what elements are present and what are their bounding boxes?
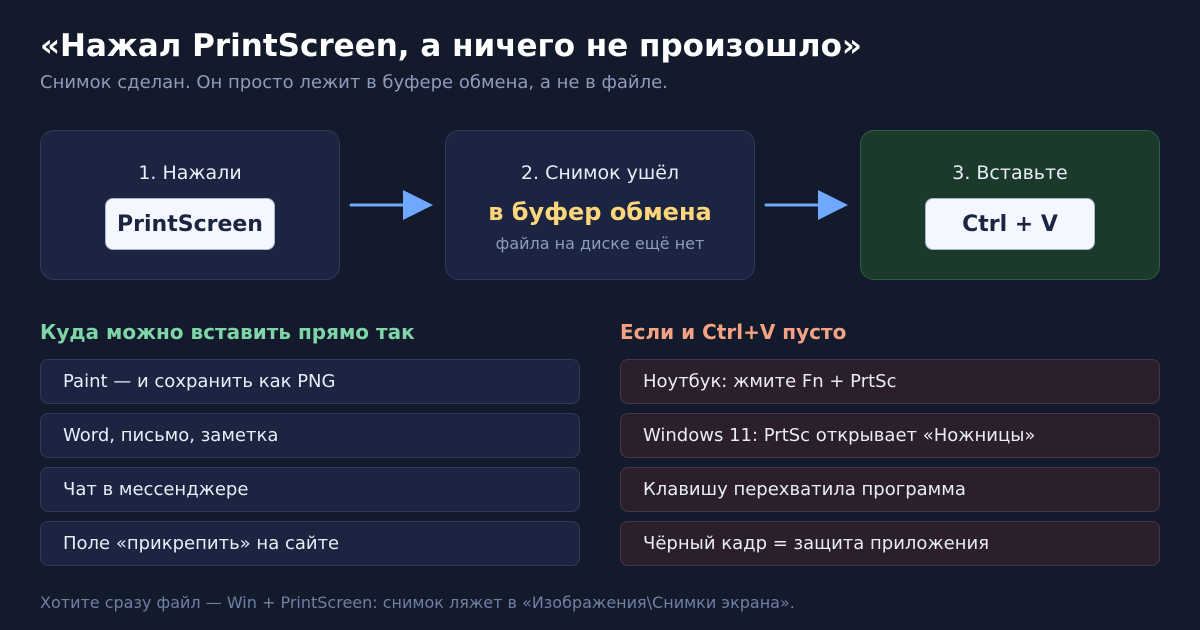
step-note: файла на диске ещё нет <box>495 234 705 253</box>
list-item: Чат в мессенджере <box>40 467 580 512</box>
ctrl-v-key: Ctrl + V <box>925 198 1095 250</box>
page-subtitle: Снимок сделан. Он просто лежит в буфере … <box>40 72 668 93</box>
footer-tip: Хотите сразу файл — Win + PrintScreen: с… <box>40 593 795 612</box>
troubleshoot-list: Ноутбук: жмите Fn + PrtSc Windows 11: Pr… <box>620 359 1160 575</box>
troubleshoot-title: Если и Ctrl+V пусто <box>620 320 847 344</box>
step-label: 2. Снимок ушёл <box>520 162 680 184</box>
step-label: 1. Нажали <box>138 162 242 184</box>
printscreen-key: PrintScreen <box>105 198 275 250</box>
step-card-press: 1. Нажали PrintScreen <box>40 130 340 280</box>
arrow-right-icon <box>349 190 433 220</box>
step-card-paste: 3. Вставьте Ctrl + V <box>860 130 1160 280</box>
list-item: Ноутбук: жмите Fn + PrtSc <box>620 359 1160 404</box>
list-item: Windows 11: PrtSc открывает «Ножницы» <box>620 413 1160 458</box>
paste-targets-list: Paint — и сохранить как PNG Word, письмо… <box>40 359 580 575</box>
list-item: Клавишу перехватила программа <box>620 467 1160 512</box>
page-title: «Нажал PrintScreen, а ничего не произошл… <box>40 28 862 64</box>
list-item: Поле «прикрепить» на сайте <box>40 521 580 566</box>
clipboard-highlight: в буфер обмена <box>488 198 712 226</box>
arrow-right-icon <box>764 190 848 220</box>
step-label: 3. Вставьте <box>952 162 1068 184</box>
step-card-clipboard: 2. Снимок ушёл в буфер обмена файла на д… <box>445 130 755 280</box>
list-item: Чёрный кадр = защита приложения <box>620 521 1160 566</box>
paste-targets-title: Куда можно вставить прямо так <box>40 320 415 344</box>
list-item: Paint — и сохранить как PNG <box>40 359 580 404</box>
list-item: Word, письмо, заметка <box>40 413 580 458</box>
